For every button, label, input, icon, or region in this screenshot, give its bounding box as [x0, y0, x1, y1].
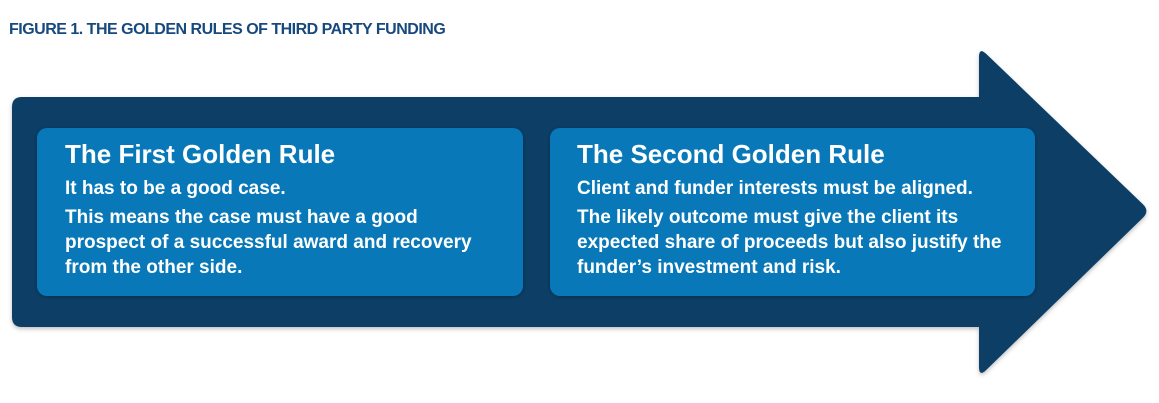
rule-paragraph-second-1: Client and funder interests must be alig…: [577, 177, 973, 199]
rule-heading-second: The Second Golden Rule: [577, 139, 885, 169]
rule-paragraph-second-2: The likely outcome must give the client …: [577, 206, 1002, 278]
rule-paragraph-first-1: It has to be a good case.: [65, 177, 286, 199]
figure-title: FIGURE 1. THE GOLDEN RULES OF THIRD PART…: [9, 21, 446, 38]
rule-card-first: The First Golden Rule It has to be a goo…: [37, 128, 523, 296]
rule-heading-first: The First Golden Rule: [65, 139, 336, 169]
rule-paragraph-first-2: This means the case must have a good pro…: [65, 206, 472, 278]
rule-card-second: The Second Golden Rule Client and funder…: [550, 128, 1035, 296]
